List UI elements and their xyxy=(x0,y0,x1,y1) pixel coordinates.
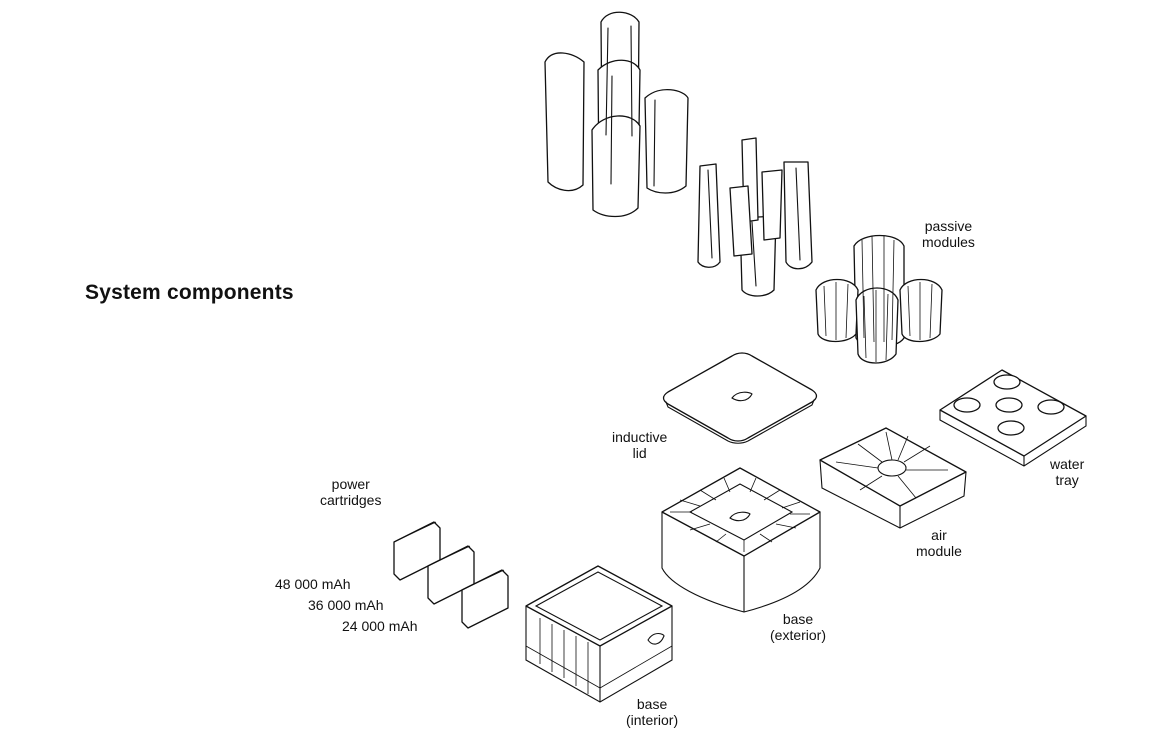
label-power-cartridges-line-2: cartridges xyxy=(320,492,382,508)
label-air-module-line-2: module xyxy=(916,543,962,559)
base-exterior-illustration xyxy=(661,467,821,613)
capacity-24000: 24 000 mAh xyxy=(342,618,418,634)
label-base-exterior-line-2: (exterior) xyxy=(770,627,827,643)
water-tray-illustration xyxy=(939,369,1087,467)
label-passive-modules-line-1: passive xyxy=(924,218,973,234)
label-air-module-line-1: air xyxy=(931,527,947,543)
label-water-tray-line-1: water xyxy=(1050,456,1085,472)
label-base-exterior-line-1: base xyxy=(782,611,814,627)
label-power-cartridges: power cartridges xyxy=(320,476,381,508)
label-water-tray-line-2: tray xyxy=(1055,472,1079,488)
label-water-tray: water tray xyxy=(1050,456,1084,488)
label-power-cartridges-line-1: power xyxy=(331,476,370,492)
label-passive-modules: passive modules xyxy=(922,218,975,250)
label-inductive-lid-line-1: inductive xyxy=(612,429,668,445)
label-air-module: air module xyxy=(916,527,962,559)
diagram-title: System components xyxy=(85,281,294,304)
label-passive-modules-line-2: modules xyxy=(922,234,975,250)
label-base-interior: base (interior) xyxy=(626,696,678,728)
base-interior-illustration xyxy=(525,565,673,703)
capacity-48000: 48 000 mAh xyxy=(275,576,351,592)
label-inductive-lid: inductive lid xyxy=(612,429,667,461)
thin-tubes-illustration xyxy=(697,137,813,297)
capacity-36000: 36 000 mAh xyxy=(308,597,384,613)
label-base-interior-line-2: (interior) xyxy=(626,712,679,728)
ribbed-modules-illustration xyxy=(815,234,943,364)
tall-tubes-illustration xyxy=(544,11,689,218)
label-base-interior-line-1: base xyxy=(636,696,668,712)
inductive-lid-illustration xyxy=(662,352,818,444)
label-base-exterior: base (exterior) xyxy=(770,611,826,643)
power-cartridges-illustration xyxy=(393,521,509,629)
label-inductive-lid-line-2: lid xyxy=(632,445,647,461)
air-module-illustration xyxy=(819,427,967,529)
